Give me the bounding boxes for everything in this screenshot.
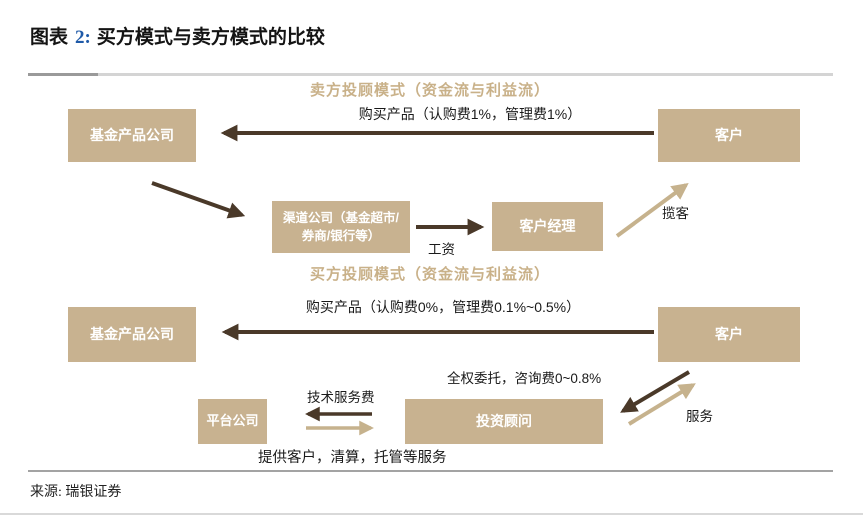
sell-side-section-header: 卖方投顾模式（资金流与利益流）	[309, 82, 550, 99]
figure-title-text: 买方模式与卖方模式的比较	[96, 27, 325, 48]
solicit-label: 揽客	[662, 206, 689, 221]
arrow-service-advisor-to-client	[627, 383, 696, 426]
buy-client-box: 客户	[658, 307, 800, 362]
buy-fund-product-company-box: 基金产品公司	[68, 307, 196, 362]
source-text: 来源: 瑞银证券	[30, 485, 122, 500]
channel-company-label: 渠道公司（基金超市/ 券商/银行等）	[283, 209, 399, 245]
tech-service-fee-label: 技术服务费	[307, 390, 375, 405]
arrow-mandate-client-to-advisor	[620, 370, 691, 413]
account-manager-box: 客户经理	[492, 202, 603, 251]
title-divider-dark-segment	[28, 73, 98, 76]
sell-fund-product-company-box: 基金产品公司	[68, 109, 196, 162]
channel-company-line2: 券商/银行等）	[301, 229, 381, 243]
arrow-fund-to-channel	[151, 181, 246, 219]
figure-title-prefix: 图表	[30, 27, 69, 48]
services-provided-label: 提供客户，清算，托管等服务	[258, 450, 447, 466]
figure-title: 图表 2:买方模式与卖方模式的比较	[30, 22, 325, 49]
title-divider	[28, 73, 833, 76]
channel-company-box: 渠道公司（基金超市/ 券商/银行等）	[272, 201, 410, 253]
service-label: 服务	[686, 409, 713, 424]
buy-side-purchase-label: 购买产品（认购费0%，管理费0.1%~0.5%）	[305, 299, 581, 315]
channel-company-line1: 渠道公司（基金超市/	[283, 210, 399, 225]
buy-side-section-header: 买方投顾模式（资金流与利益流）	[309, 266, 550, 283]
sell-side-purchase-label: 购买产品（认购费1%，管理费1%）	[358, 106, 582, 122]
mandate-fee-label: 全权委托，咨询费0~0.8%	[447, 371, 602, 386]
platform-company-box: 平台公司	[198, 399, 267, 444]
sell-client-box: 客户	[658, 109, 800, 162]
page-footer-rule	[0, 513, 863, 515]
salary-label: 工资	[428, 242, 455, 257]
investment-advisor-box: 投资顾问	[405, 399, 603, 444]
figure-number: 2:	[75, 27, 91, 48]
source-divider	[28, 470, 833, 472]
